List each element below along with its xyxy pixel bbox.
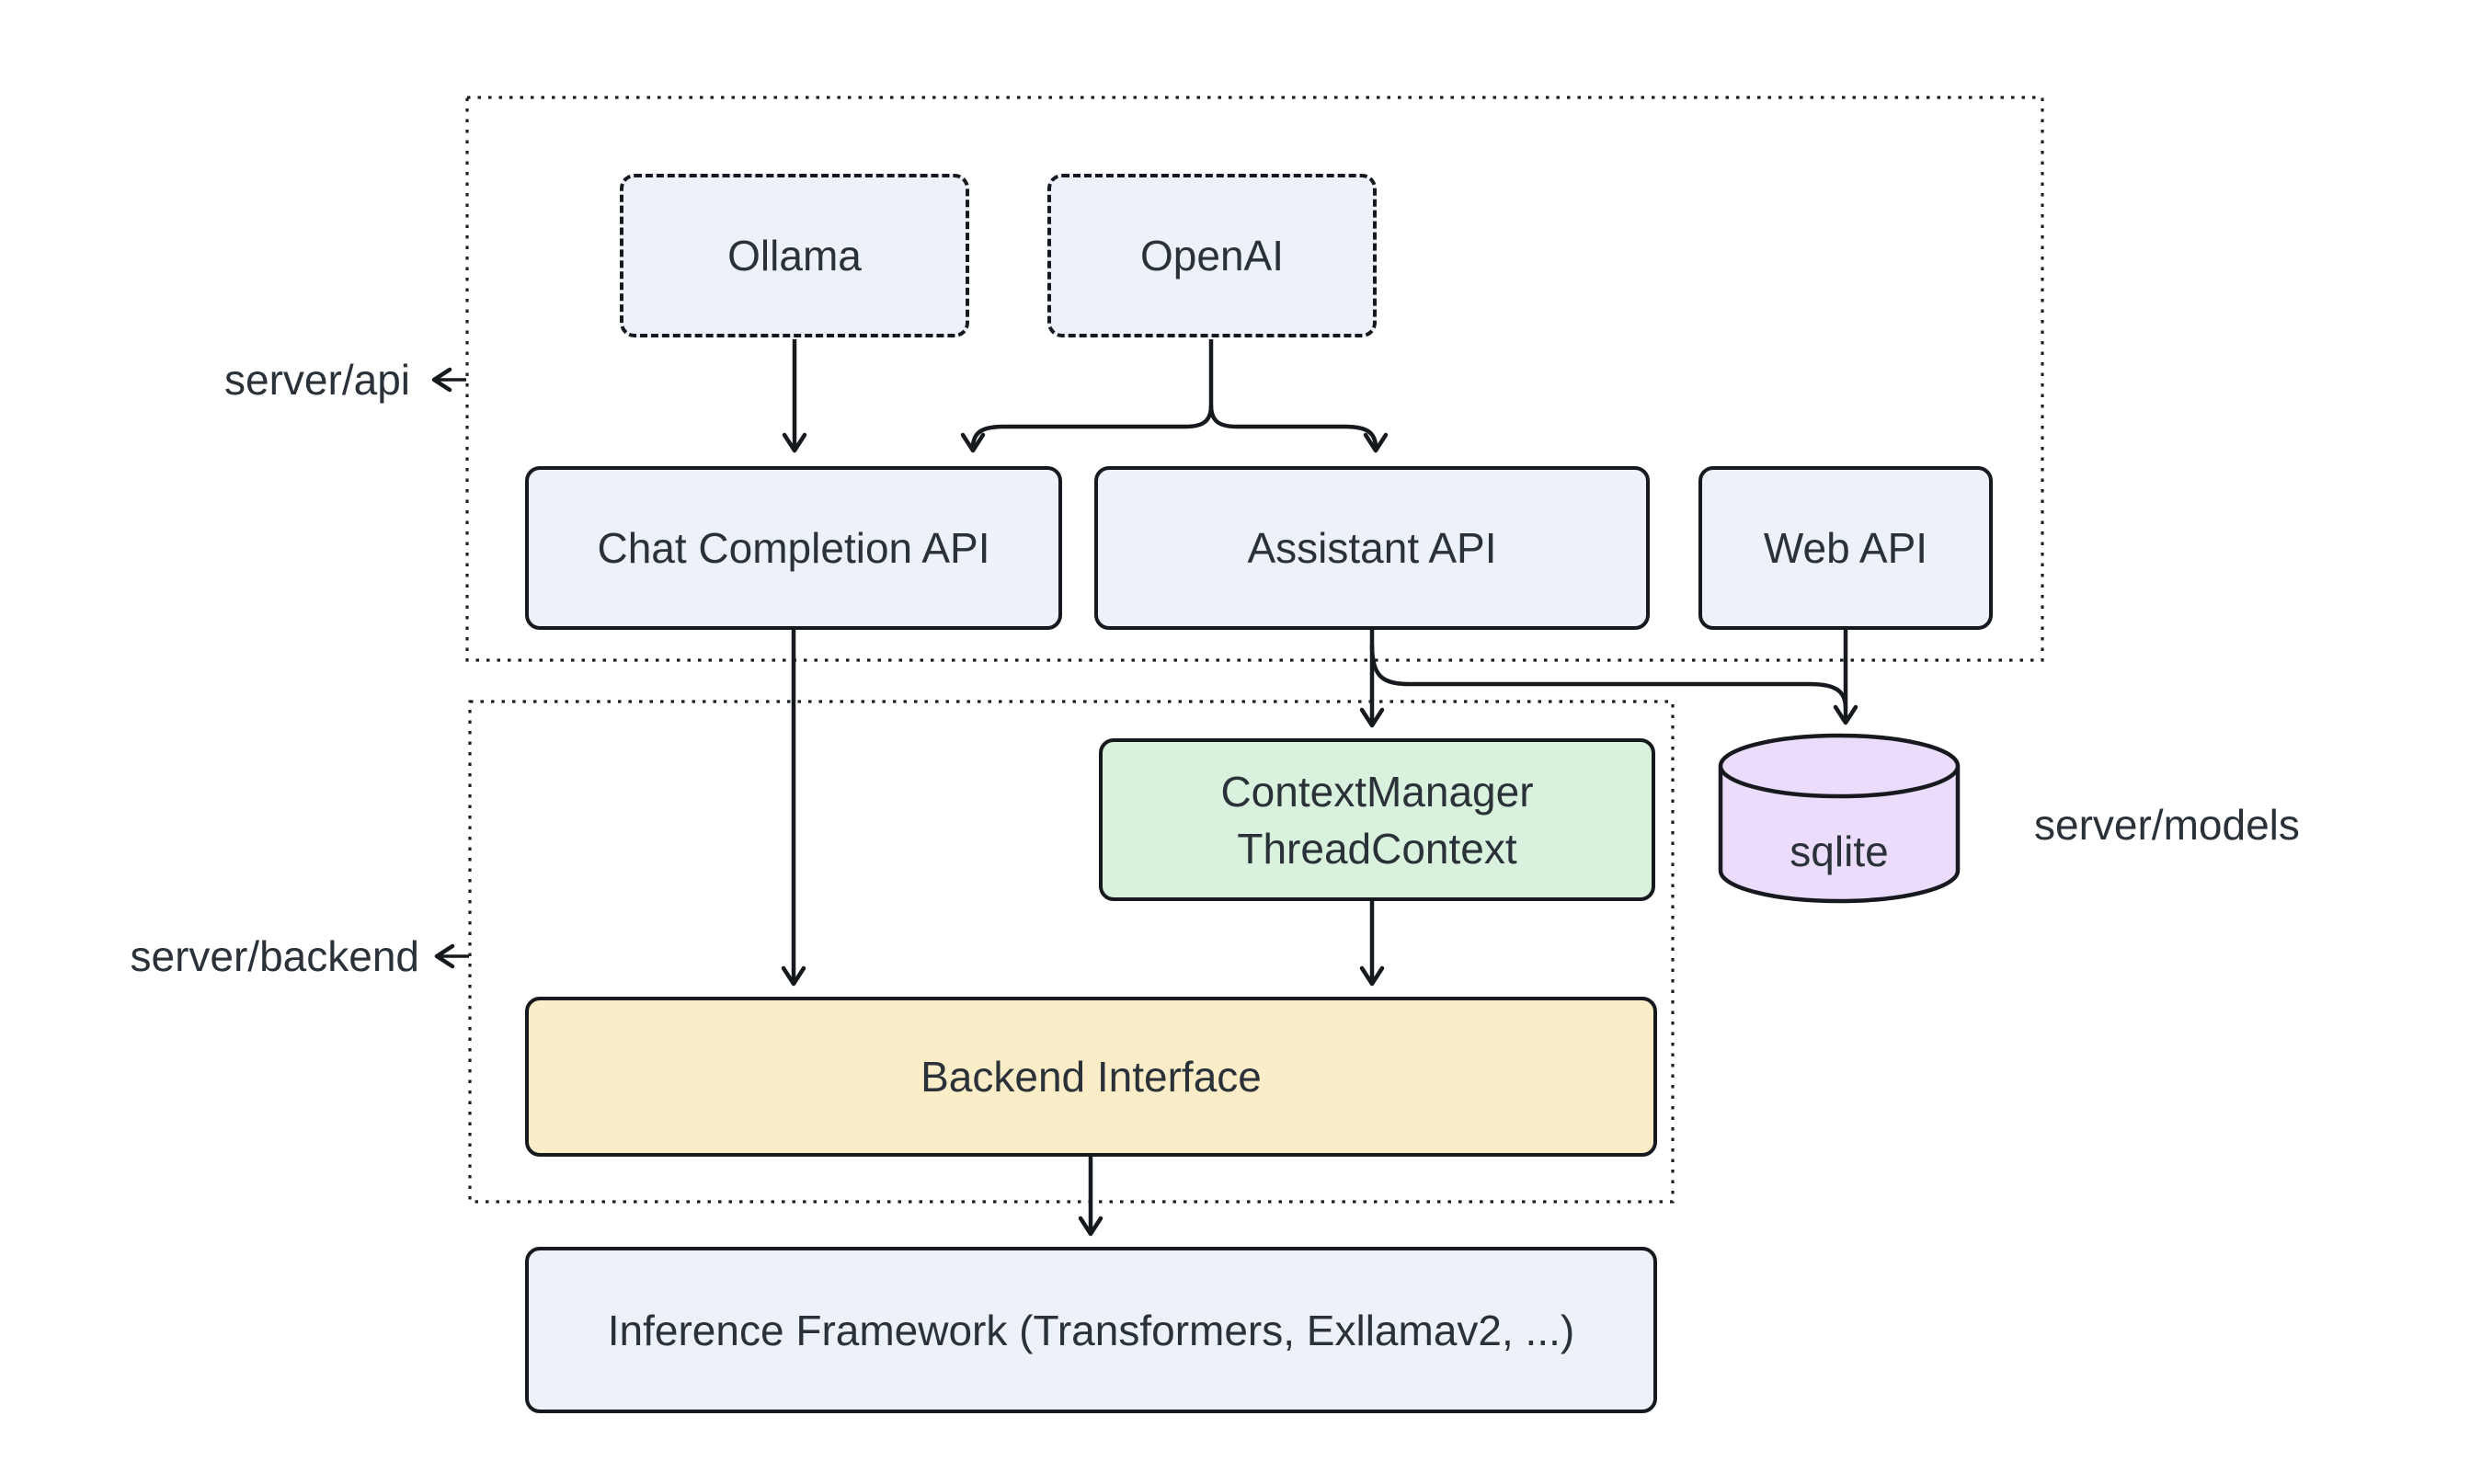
edge-assistant-to-sqlite	[1369, 645, 1848, 709]
node-context-manager-label-line1: ContextManager	[1220, 767, 1534, 816]
node-backend-interface-label: Backend Interface	[921, 1053, 1262, 1101]
node-ollama: Ollama	[620, 174, 969, 337]
node-backend-interface: Backend Interface	[525, 997, 1657, 1157]
node-inference-framework: Inference Framework (Transformers, Exlla…	[525, 1247, 1657, 1413]
label-server-backend: server/backend	[130, 932, 420, 980]
node-openai-label: OpenAI	[1140, 232, 1284, 280]
node-context-manager-label-line2: ThreadContext	[1237, 824, 1517, 873]
node-ollama-label: Ollama	[727, 232, 862, 280]
label-server-api: server/api	[224, 356, 410, 404]
node-web-api: Web API	[1698, 466, 1993, 630]
node-sqlite-label: sqlite	[1790, 828, 1889, 875]
node-web-api-label: Web API	[1763, 524, 1928, 572]
node-chat-completion-api: Chat Completion API	[525, 466, 1062, 630]
node-context-manager: ContextManager ThreadContext	[1099, 738, 1655, 901]
node-chat-completion-api-label: Chat Completion API	[597, 524, 990, 572]
edge-openai-to-assistant	[1208, 405, 1389, 453]
node-inference-framework-label: Inference Framework (Transformers, Exlla…	[607, 1306, 1575, 1354]
node-assistant-api: Assistant API	[1094, 466, 1650, 630]
label-server-models: server/models	[2034, 801, 2300, 849]
node-sqlite-shape	[1718, 733, 1961, 904]
edge-openai-to-chat	[960, 405, 1214, 453]
node-assistant-api-label: Assistant API	[1247, 524, 1497, 572]
node-openai: OpenAI	[1047, 174, 1377, 337]
